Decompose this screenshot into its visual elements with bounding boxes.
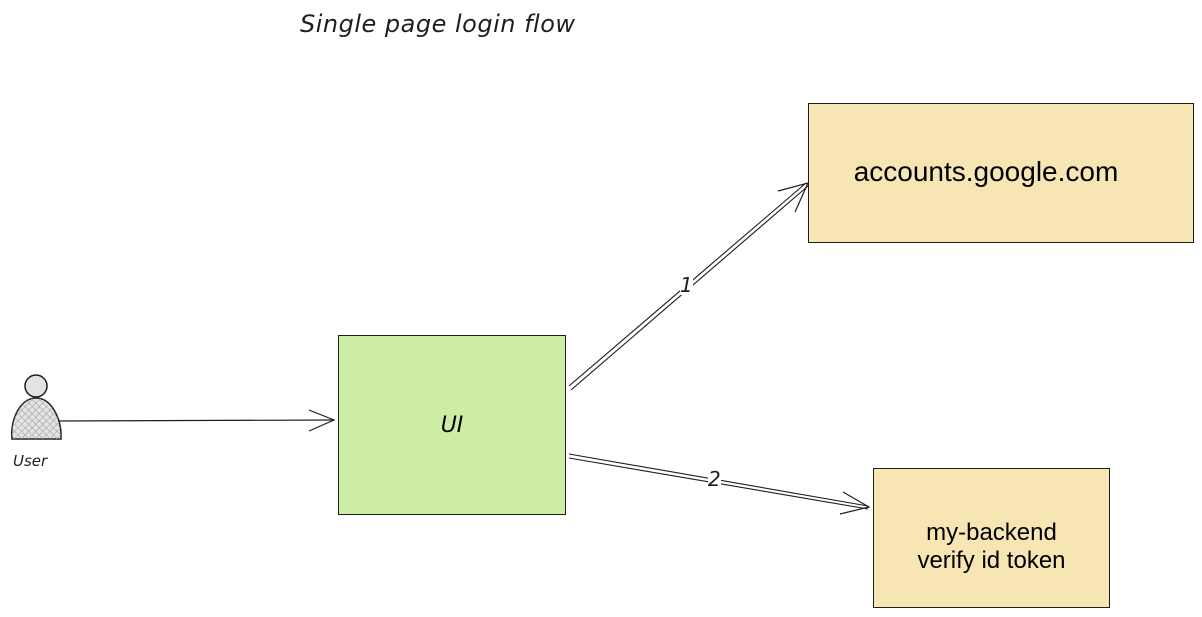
node-accounts-google: accounts.google.com (808, 103, 1194, 243)
edge-label-2: 2 (708, 467, 721, 491)
edge-user-to-ui (57, 409, 336, 432)
node-google-label: accounts.google.com (853, 156, 1119, 187)
actor-user-label: User (13, 452, 48, 470)
node-my-backend: my-backend verify id token (873, 468, 1110, 608)
node-backend-line2: verify id token (917, 547, 1066, 574)
node-ui-label: UI (440, 412, 464, 438)
node-backend-line1: my-backend (926, 519, 1057, 546)
edge-label-1: 1 (680, 273, 693, 297)
person-icon (11, 374, 62, 440)
diagram-title: Single page login flow (300, 10, 576, 38)
node-ui: UI (338, 335, 566, 515)
